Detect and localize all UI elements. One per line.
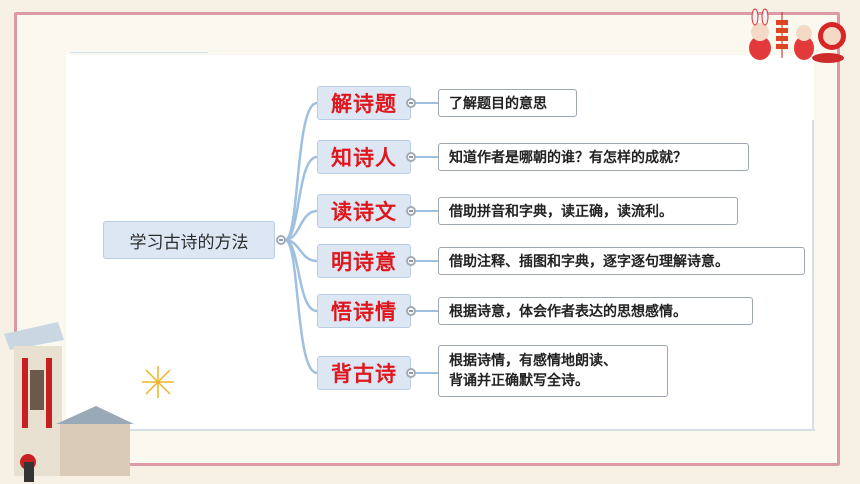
method-label: 解诗题 [331, 92, 397, 116]
lantern-icon [22, 358, 28, 428]
desc-label: 了解题目的意思 [449, 96, 547, 112]
desc-label: 借助拼音和字典，读正确，读流利。 [449, 204, 673, 220]
root-node-label: 学习古诗的方法 [129, 232, 249, 253]
firecracker-icon [776, 20, 788, 25]
collapse-toggle-icon[interactable] [406, 98, 416, 108]
panel-shadow-right [812, 120, 814, 430]
desc-label-line-2: 背诵并正确默写全诗。 [449, 373, 589, 389]
house-decoration-icon [4, 322, 134, 482]
firework-icon [142, 366, 174, 398]
desc-node-2[interactable]: 知道作者是哪朝的谁？有怎样的成就？ [438, 143, 749, 171]
root-node[interactable]: 学习古诗的方法 [103, 221, 275, 259]
desc-node-5[interactable]: 根据诗意，体会作者表达的思想感情。 [438, 297, 753, 325]
method-label: 悟诗情 [331, 300, 397, 324]
panel-shadow-bottom [120, 429, 815, 431]
desc-label: 借助注释、插图和字典，逐字逐句理解诗意。 [449, 254, 729, 270]
desc-node-1[interactable]: 了解题目的意思 [438, 89, 577, 117]
method-node-2[interactable]: 知诗人 [317, 140, 411, 174]
collapse-toggle-icon[interactable] [406, 152, 416, 162]
method-node-1[interactable]: 解诗题 [317, 86, 411, 120]
desc-label: 根据诗意，体会作者表达的思想感情。 [449, 304, 687, 320]
desc-node-6[interactable]: 根据诗情，有感情地朗读、 背诵并正确默写全诗。 [438, 345, 668, 397]
rabbit-decoration-icon [749, 8, 846, 63]
collapse-toggle-icon[interactable] [406, 306, 416, 316]
root-collapse-toggle-icon[interactable] [276, 235, 286, 245]
collapse-toggle-icon[interactable] [406, 206, 416, 216]
method-node-6[interactable]: 背古诗 [317, 356, 411, 390]
collapse-toggle-icon[interactable] [406, 368, 416, 378]
desc-label: 知道作者是哪朝的谁？有怎样的成就？ [449, 150, 687, 166]
desc-node-3[interactable]: 借助拼音和字典，读正确，读流利。 [438, 197, 738, 225]
method-node-4[interactable]: 明诗意 [317, 244, 411, 278]
method-label: 知诗人 [331, 146, 397, 170]
method-label: 明诗意 [331, 250, 397, 274]
method-label: 背古诗 [331, 362, 397, 386]
method-node-5[interactable]: 悟诗情 [317, 294, 411, 328]
collapse-toggle-icon[interactable] [406, 256, 416, 266]
desc-node-4[interactable]: 借助注释、插图和字典，逐字逐句理解诗意。 [438, 247, 805, 275]
desc-label-line-1: 根据诗情，有感情地朗读、 [449, 353, 617, 369]
method-label: 读诗文 [331, 200, 397, 224]
method-node-3[interactable]: 读诗文 [317, 194, 411, 228]
top-accent-line [70, 52, 208, 53]
